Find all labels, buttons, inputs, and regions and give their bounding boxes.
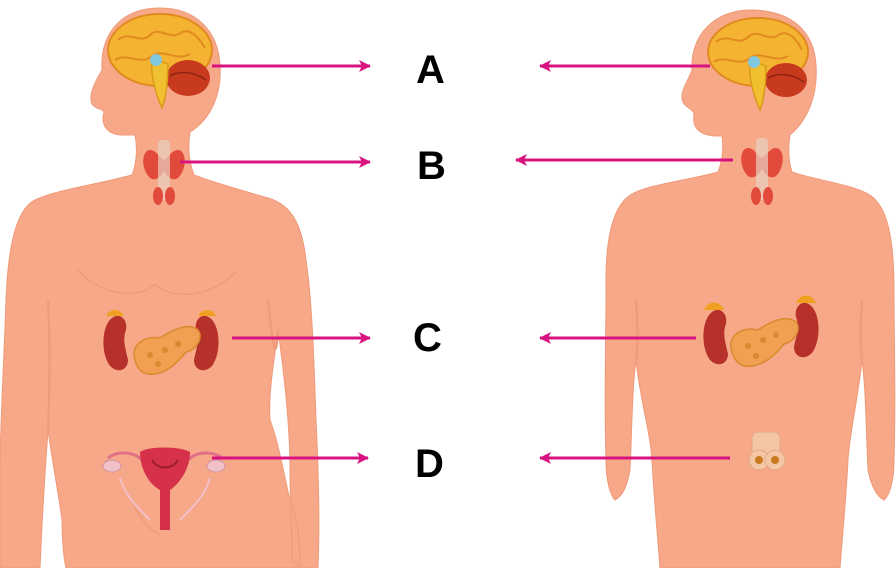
testes-icon <box>749 432 785 470</box>
label-d: D <box>415 444 444 484</box>
label-b: B <box>417 146 446 186</box>
label-c: C <box>413 318 442 358</box>
label-a: A <box>416 50 445 90</box>
male-silhouette <box>605 10 895 568</box>
male-body <box>605 10 895 568</box>
